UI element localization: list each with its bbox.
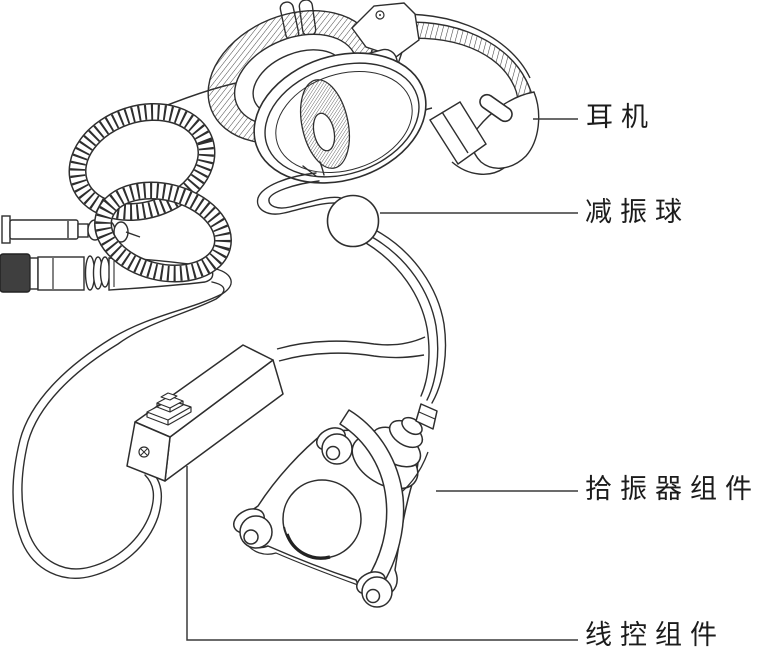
label-wire-control-assembly: 线控组件 bbox=[585, 620, 725, 650]
vibration-pickup bbox=[233, 403, 438, 608]
headphones bbox=[207, 0, 540, 184]
label-headphone: 耳机 bbox=[586, 102, 656, 132]
control-cable bbox=[12, 267, 232, 579]
label-pickup-assembly: 拾振器组件 bbox=[585, 474, 760, 504]
leader-wire-control bbox=[186, 466, 578, 641]
damping-ball bbox=[326, 194, 380, 248]
damping-ball-cables bbox=[256, 161, 447, 404]
label-damping-ball: 减振球 bbox=[585, 197, 690, 227]
leader-lines bbox=[186, 118, 578, 641]
control-box bbox=[126, 336, 426, 482]
coiled-cord bbox=[68, 103, 232, 283]
